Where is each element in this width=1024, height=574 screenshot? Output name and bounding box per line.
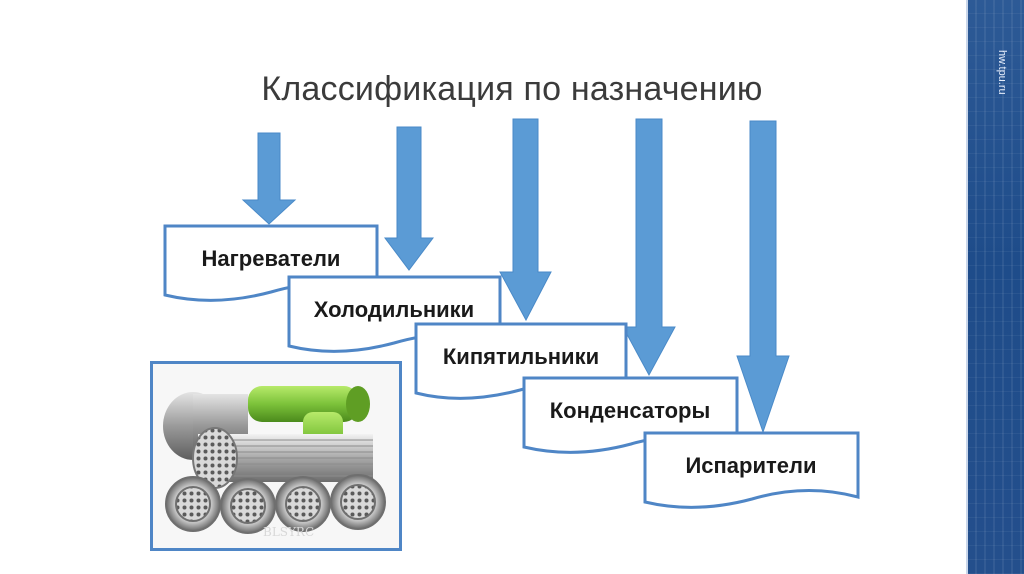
- label-evaporators: Испарители: [685, 453, 816, 478]
- label-coolers: Холодильники: [314, 297, 474, 322]
- arrow-down-2: [384, 126, 434, 271]
- site-url: hw.tpu.ru: [996, 50, 1008, 95]
- green-pipe-icon: [248, 386, 358, 422]
- arrow-down-4: [622, 118, 676, 377]
- arrow-down-5: [736, 120, 790, 434]
- photo-watermark: BLSYRC: [263, 525, 314, 539]
- label-boilers: Кипятильники: [443, 344, 599, 369]
- heat-exchanger-photo: BLSYRC: [150, 361, 402, 551]
- tube-sheets-icon: [165, 474, 386, 534]
- arrow-down-1: [241, 132, 297, 225]
- slide-title: Классификация по назначению: [261, 70, 763, 108]
- decorative-side-band: hw.tpu.ru: [966, 0, 1024, 574]
- band-edge: [966, 0, 968, 574]
- heat-exchanger-illustration: BLSYRC: [153, 364, 399, 548]
- label-condensers: Конденсаторы: [550, 398, 711, 423]
- label-heaters: Нагреватели: [202, 246, 341, 271]
- band-texture: [966, 0, 1024, 574]
- box-evaporators: [643, 431, 860, 509]
- arrow-down-3: [499, 118, 552, 322]
